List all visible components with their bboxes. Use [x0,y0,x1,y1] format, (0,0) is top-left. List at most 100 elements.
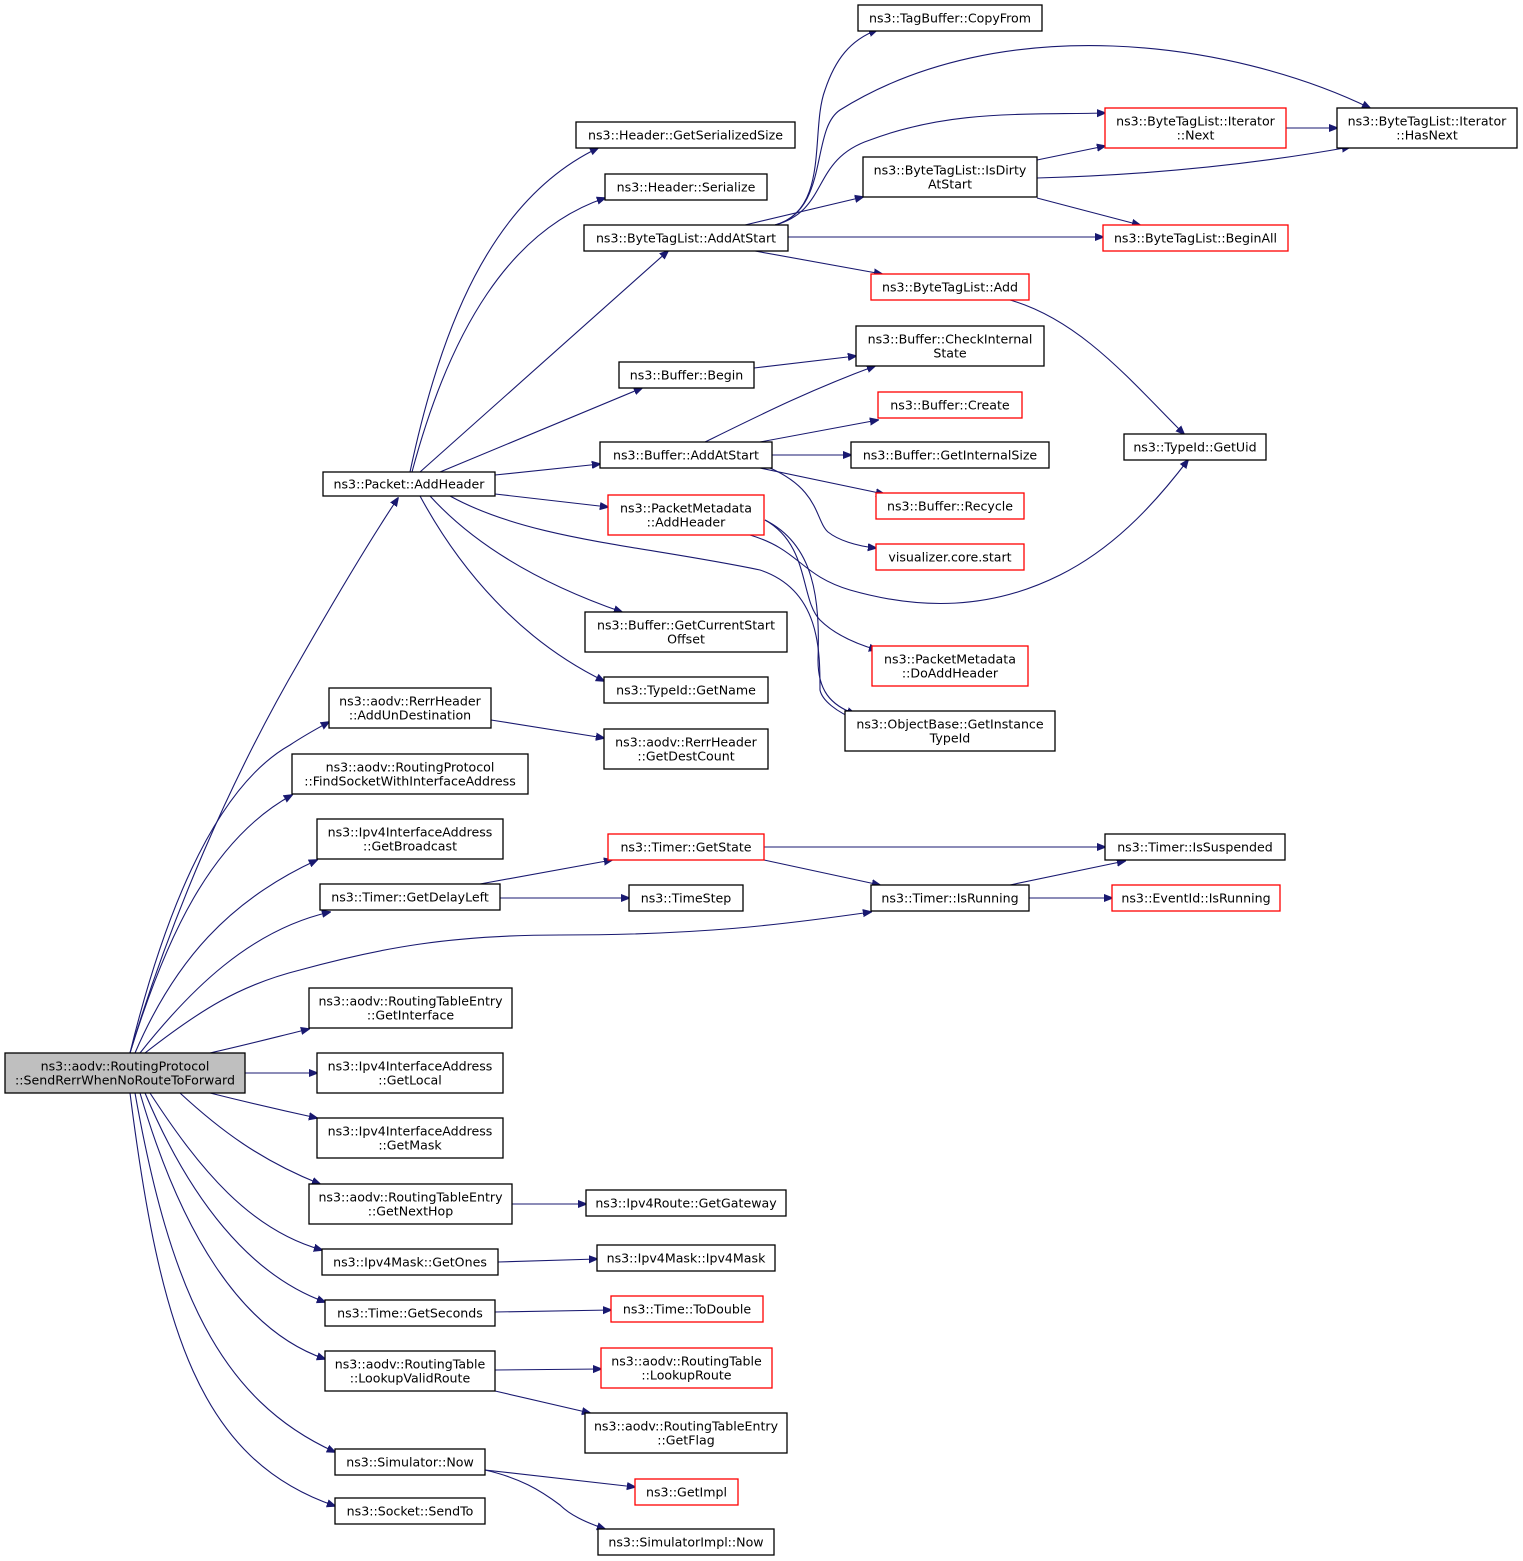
node-box [324,1299,496,1327]
node-box [870,273,1030,301]
node-hdr-getsersize[interactable]: ns3::Header::GetSerializedSize [575,121,796,149]
node-ipv4route-getgw[interactable]: ns3::Ipv4Route::GetGateway [585,1189,787,1217]
node-simimpl-now[interactable]: ns3::SimulatorImpl::Now [597,1528,775,1556]
edge-buf_addatstart-to-buf_create [759,420,878,443]
node-timer-isrunning[interactable]: ns3::Timer::IsRunning [870,884,1030,912]
node-time-todouble[interactable]: ns3::Time::ToDouble [610,1295,764,1323]
node-box [844,710,1056,752]
node-buf-begin[interactable]: ns3::Buffer::Begin [618,361,755,389]
node-tagbuf-copyfrom[interactable]: ns3::TagBuffer::CopyFrom [857,4,1043,32]
node-timer-getstate[interactable]: ns3::Timer::GetState [607,833,765,861]
node-label: ns3::EventId::IsRunning [1121,891,1270,906]
node-getones[interactable]: ns3::Ipv4Mask::GetOnes [321,1248,499,1276]
node-timer-issuspended[interactable]: ns3::Timer::IsSuspended [1104,833,1286,861]
node-getimpl[interactable]: ns3::GetImpl [634,1478,739,1506]
node-label: ns3::Buffer::CheckInternal [868,332,1033,347]
node-rt-lookuproute[interactable]: ns3::aodv::RoutingTable::LookupRoute [600,1347,773,1389]
node-box [322,471,496,497]
node-getbroadcast[interactable]: ns3::Ipv4InterfaceAddress::GetBroadcast [316,818,504,860]
node-rerr-getdestcount[interactable]: ns3::aodv::RerrHeader::GetDestCount [603,728,769,770]
node-label: ns3::ByteTagList::AddAtStart [596,231,776,246]
node-box [634,1478,739,1506]
node-label: ns3::aodv::RoutingTableEntry [318,994,503,1009]
node-addheader[interactable]: ns3::Packet::AddHeader [322,471,496,497]
node-box [600,1347,773,1389]
node-vis-start[interactable]: visualizer.core.start [875,543,1025,571]
node-box [855,325,1045,367]
node-label: ns3::Timer::GetState [620,840,751,855]
node-box [316,1117,504,1159]
edge-buf_begin-to-buf_checkinternal [753,356,856,369]
node-rerr-adddest[interactable]: ns3::aodv::RerrHeader::AddUnDestination [328,687,492,729]
node-pm-doaddheader[interactable]: ns3::PacketMetadata::DoAddHeader [871,645,1029,687]
edge-btl_addatstart-to-btl_iter_next [774,113,1105,226]
node-btl-iter-hasnext[interactable]: ns3::ByteTagList::Iterator::HasNext [1336,107,1518,149]
node-hdr-serialize[interactable]: ns3::Header::Serialize [604,173,768,201]
node-label: ::Next [1177,128,1215,143]
node-ipv4mask-ctor[interactable]: ns3::Ipv4Mask::Ipv4Mask [596,1244,776,1272]
node-label: ns3::Header::Serialize [617,180,756,195]
node-sendto[interactable]: ns3::Socket::SendTo [334,1497,486,1525]
node-pm-addheader[interactable]: ns3::PacketMetadata::AddHeader [607,494,765,536]
node-box [603,728,769,770]
node-box [607,494,765,536]
node-buf-recycle[interactable]: ns3::Buffer::Recycle [875,492,1025,520]
node-label: ::GetFlag [657,1433,714,1448]
node-label: ns3::aodv::RerrHeader [339,694,481,709]
node-buf-getinternalsize[interactable]: ns3::Buffer::GetInternalSize [850,441,1050,469]
node-label: ns3::Ipv4InterfaceAddress [328,1124,493,1139]
node-label: ns3::Buffer::AddAtStart [613,448,759,463]
edge-addheader-to-buf_begin [439,388,642,473]
node-getseconds[interactable]: ns3::Time::GetSeconds [324,1299,496,1327]
node-buf-addatstart[interactable]: ns3::Buffer::AddAtStart [599,441,773,469]
node-box [870,884,1030,912]
node-btl-beginall[interactable]: ns3::ByteTagList::BeginAll [1102,224,1289,252]
node-btl-add[interactable]: ns3::ByteTagList::Add [870,273,1030,301]
node-eventid-isrunning[interactable]: ns3::EventId::IsRunning [1111,884,1281,912]
node-timestep[interactable]: ns3::TimeStep [628,884,744,912]
node-box [875,492,1025,520]
node-box [584,1412,788,1454]
node-lookupvalid[interactable]: ns3::aodv::RoutingTable::LookupValidRout… [324,1350,496,1392]
node-label: ns3::Ipv4Mask::Ipv4Mask [607,1251,766,1266]
edge-btl_isdirty-to-btl_iter_hasnext [1036,147,1350,179]
node-typeid-getname[interactable]: ns3::TypeId::GetName [603,676,769,704]
node-label: ns3::Ipv4Route::GetGateway [595,1196,777,1211]
node-box [596,1244,776,1272]
node-label: ns3::ByteTagList::Add [882,280,1018,295]
node-box [308,1183,513,1225]
node-label: ns3::SimulatorImpl::Now [608,1535,763,1550]
node-btl-iter-next[interactable]: ns3::ByteTagList::Iterator::Next [1104,107,1287,149]
node-rte-getinterface[interactable]: ns3::aodv::RoutingTableEntry::GetInterfa… [308,987,513,1029]
node-btl-addatstart[interactable]: ns3::ByteTagList::AddAtStart [583,224,789,252]
edge-root-to-getbroadcast [134,860,317,1054]
node-label: ns3::TimeStep [641,891,732,906]
node-rte-getflag[interactable]: ns3::aodv::RoutingTableEntry::GetFlag [584,1412,788,1454]
edge-root-to-rerr_adddest [129,722,329,1054]
node-label: ns3::Packet::AddHeader [334,477,486,492]
node-label: ns3::Ipv4Mask::GetOnes [333,1255,487,1270]
node-root[interactable]: ns3::aodv::RoutingProtocol::SendRerrWhen… [4,1052,246,1094]
node-box [1111,884,1281,912]
node-box [877,391,1023,419]
node-box [334,1497,486,1525]
node-label: ns3::Time::ToDouble [623,1302,751,1317]
edge-root-to-findsocket [129,795,292,1054]
node-getlocal[interactable]: ns3::Ipv4InterfaceAddress::GetLocal [316,1052,504,1094]
node-label: ns3::ByteTagList::IsDirty [874,163,1027,178]
node-simnow[interactable]: ns3::Simulator::Now [334,1448,486,1476]
node-box [604,173,768,201]
node-getmask[interactable]: ns3::Ipv4InterfaceAddress::GetMask [316,1117,504,1159]
node-typeid-getuid[interactable]: ns3::TypeId::GetUid [1123,433,1267,461]
node-box [618,361,755,389]
node-rte-getnexthop[interactable]: ns3::aodv::RoutingTableEntry::GetNextHop [308,1183,513,1225]
node-label: ::LookupValidRoute [350,1371,471,1386]
node-getdelayleft[interactable]: ns3::Timer::GetDelayLeft [319,883,501,911]
node-label: ::GetDestCount [637,749,734,764]
node-findsocket[interactable]: ns3::aodv::RoutingProtocol::FindSocketWi… [291,753,529,795]
node-buf-create[interactable]: ns3::Buffer::Create [877,391,1023,419]
